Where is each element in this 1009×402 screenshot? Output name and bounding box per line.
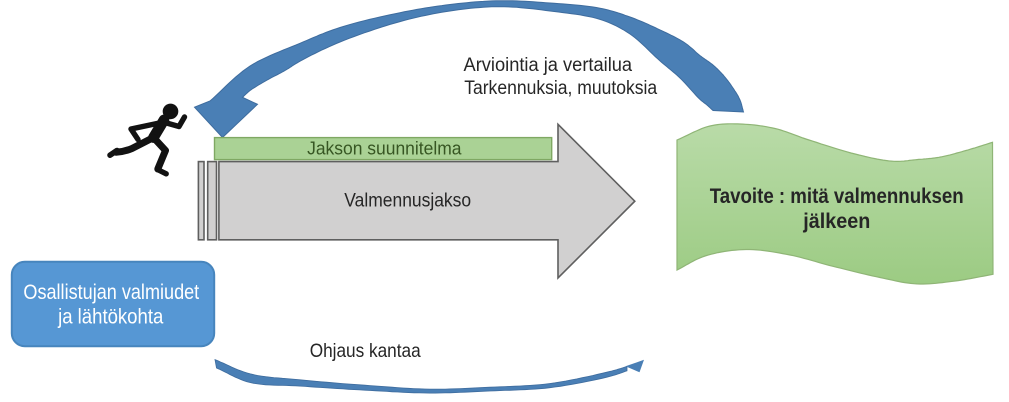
svg-text:ja lähtökohta: ja lähtökohta: [57, 304, 163, 328]
svg-text:Arviointia ja vertailua: Arviointia ja vertailua: [464, 55, 633, 76]
svg-text:Valmennusjakso: Valmennusjakso: [344, 189, 471, 211]
svg-text:Tarkennuksia, muutoksia: Tarkennuksia, muutoksia: [464, 78, 657, 99]
svg-text:Jakson suunnitelma: Jakson suunnitelma: [307, 137, 462, 158]
svg-text:jälkeen: jälkeen: [802, 210, 870, 233]
svg-text:Tavoite : mitä valmennuksen: Tavoite : mitä valmennuksen: [710, 185, 964, 208]
svg-text:Osallistujan valmiudet: Osallistujan valmiudet: [23, 280, 199, 304]
svg-text:Ohjaus kantaa: Ohjaus kantaa: [310, 340, 421, 362]
